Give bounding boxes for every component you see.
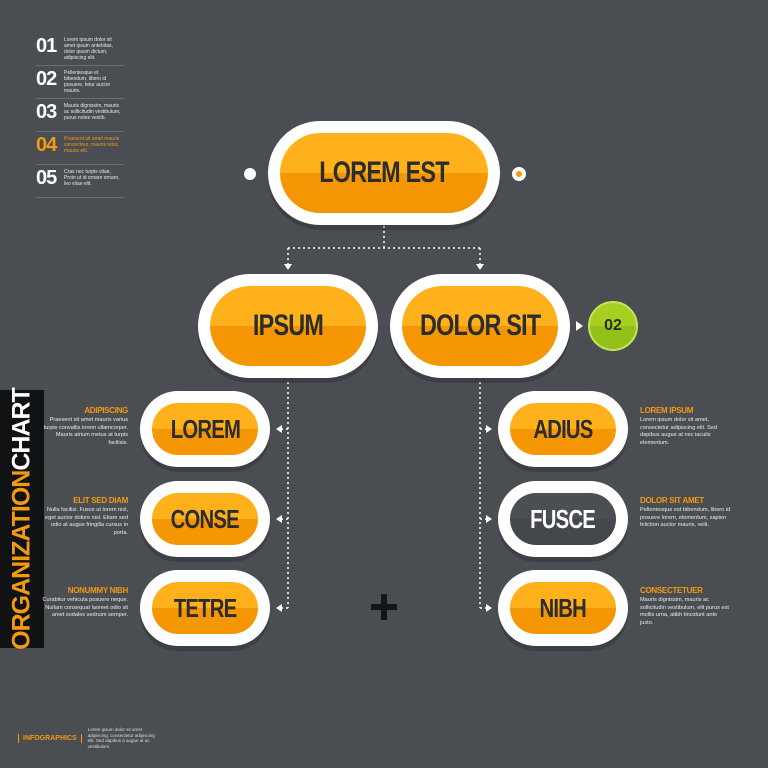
arrowhead [486,604,492,612]
side-body: Mauris dignissim, mauris ac sollicitudin… [640,597,729,626]
vertical-title-bar: ORGANIZATIONCHART [0,388,44,650]
node-fusce-label: FUSCE [530,503,597,534]
arrowhead [276,515,282,523]
node-ipsum[interactable]: IPSUM [198,274,378,378]
arrowhead-to-badge [576,321,583,331]
node-fusce-pill: FUSCE [510,493,616,545]
side-body: Nulla facilisi. Fusce ut lorem nisl, ege… [44,507,128,536]
node-adius-pill: ADIUS [510,403,616,455]
side-title: CONSECTETUER [640,586,703,595]
node-tetre[interactable]: TETRE [140,570,270,646]
node-adius-label: ADIUS [533,413,593,444]
list-number: 04 [36,134,57,156]
side-title: ADIPISCING [84,406,128,415]
list-item: 02 Pellentesque et bibendum, libero id p… [36,67,124,99]
side-body: Pellentesque est bibendum, libero id pos… [640,507,731,528]
node-fusce[interactable]: FUSCE [498,481,628,557]
node-adius[interactable]: ADIUS [498,391,628,467]
badge-02: 02 [588,301,638,351]
arrowhead [276,604,282,612]
side-text-left: NONUMMY NIBH Curabitur vehicula posuere … [36,586,128,620]
node-lorem-pill: LOREM [152,403,258,455]
node-conse-pill: CONSE [152,493,258,545]
side-text-left: ADIPISCING Praesent sit amet mauris vari… [36,406,129,447]
node-root-label: LOREM EST [319,156,449,189]
list-number: 02 [36,68,57,90]
side-body: Lorem ipsum dolor sit amet, consectetur … [640,417,718,446]
connector-dot-right [512,167,526,181]
list-text: Pellentesque et bibendum, libero id posu… [64,70,111,94]
side-title: LOREM IPSUM [640,406,694,415]
side-body: Praesent sit amet mauris varius turpis c… [43,417,128,446]
node-nibh-label: NIBH [539,592,587,623]
list-item: 03 Mauris dignissim, mauris ac sollicitu… [36,100,124,132]
arrowhead [476,264,484,270]
node-nibh[interactable]: NIBH [498,570,628,646]
node-tetre-label: TETRE [173,592,237,623]
side-text-left: ELIT SED DIAM Nulla facilisi. Fusce ut l… [36,496,128,537]
list-item-active: 04 Praesent sit amet mauris consecteur, … [36,133,124,165]
node-tetre-pill: TETRE [152,582,258,634]
side-text-right: CONSECTETUER Mauris dignissim, mauris ac… [640,586,732,627]
list-text: Lorem ipsum dolor sit amet ipsum antebit… [64,37,113,61]
arrowhead [276,425,282,433]
node-dolor-sit-label: DOLOR SIT [419,309,541,342]
node-ipsum-pill: IPSUM [210,286,366,366]
node-root[interactable]: LOREM EST [268,121,500,225]
arrowhead [284,264,292,270]
list-number: 01 [36,35,57,57]
side-text-right: LOREM IPSUM Lorem ipsum dolor sit amet, … [640,406,732,447]
node-nibh-pill: NIBH [510,582,616,634]
side-title: ELIT SED DIAM [73,496,128,505]
list-number: 05 [36,167,57,189]
plus-icon [371,594,397,620]
node-root-pill: LOREM EST [280,133,488,213]
list-text: Cras nec turpis vitae, Proin ut id ornar… [64,169,120,187]
numbered-list: 01 Lorem ipsum dolor sit amet ipsum ante… [36,34,124,199]
node-dolor-sit-pill: DOLOR SIT [402,286,558,366]
side-title: DOLOR SIT AMET [640,496,704,505]
node-conse-label: CONSE [170,503,240,534]
side-text-right: DOLOR SIT AMET Pellentesque est bibendum… [640,496,732,530]
list-text: Mauris dignissim, mauris ac sollicitudin… [64,103,121,121]
connector-dot-left [244,168,256,180]
node-dolor-sit[interactable]: DOLOR SIT [390,274,570,378]
list-text: Praesent sit amet mauris consecteur, mau… [64,136,120,154]
badge-label: 02 [604,317,622,334]
list-item: 01 Lorem ipsum dolor sit amet ipsum ante… [36,34,124,66]
list-item: 05 Cras nec turpis vitae, Proin ut id or… [36,166,124,198]
side-title: NONUMMY NIBH [67,586,129,595]
node-lorem[interactable]: LOREM [140,391,270,467]
node-conse[interactable]: CONSE [140,481,270,557]
list-number: 03 [36,101,57,123]
arrowhead [486,515,492,523]
footer: INFOGRAPHICS Lorem ipsum dolor sit amet … [18,727,158,749]
side-body: Curabitur vehicula posuere neque. Nullam… [42,597,128,618]
footer-tag: INFOGRAPHICS [18,733,82,743]
footer-text: Lorem ipsum dolor sit amet adipiscing, c… [87,727,155,749]
arrowhead [486,425,492,433]
node-lorem-label: LOREM [170,413,240,444]
node-ipsum-label: IPSUM [252,309,324,342]
